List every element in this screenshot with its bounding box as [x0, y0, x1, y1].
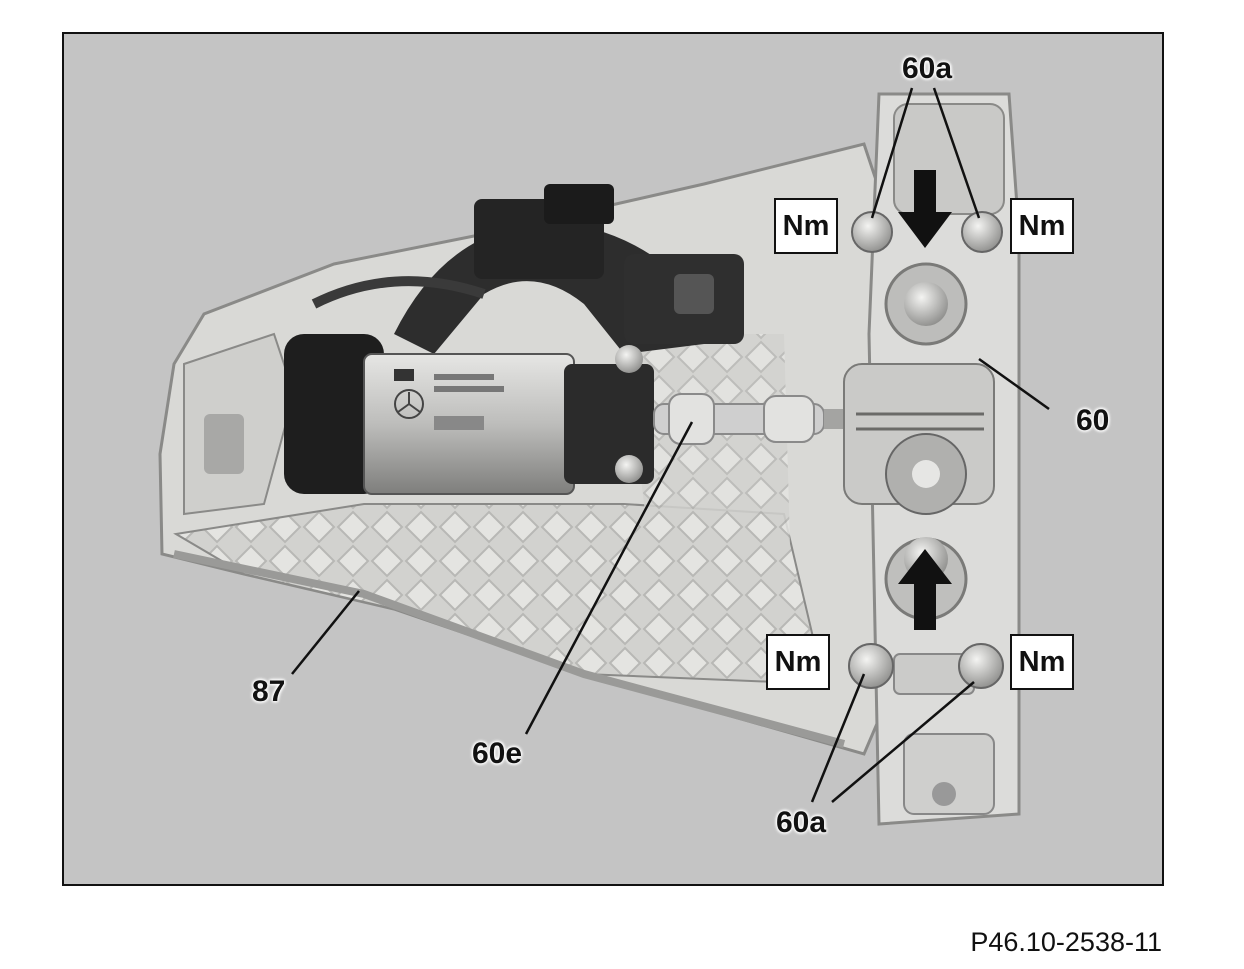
wiring-connector — [311, 184, 744, 354]
drive-motor — [284, 334, 654, 495]
callout-60a-top: 60a — [902, 52, 953, 85]
linkage-rod-60e — [653, 393, 864, 445]
bolt-top-left — [851, 211, 893, 253]
figure-reference-code: P46.10-2538-11 — [970, 927, 1162, 957]
component-photo-drawing — [158, 87, 1050, 826]
callout-87: 87 — [252, 675, 286, 708]
callout-60a-bottom: 60a — [776, 806, 827, 839]
arrow-down-icon — [898, 170, 952, 248]
illustration-frame: 60a 60 60e 87 60a Nm Nm Nm Nm — [62, 32, 1164, 886]
torque-label-bottom-left: Nm — [766, 634, 830, 690]
bolt-top-right — [961, 211, 1003, 253]
bolt-bottom-left — [848, 643, 894, 689]
fixing-bolts-60a — [848, 211, 1004, 689]
arrow-up-icon — [898, 549, 952, 630]
bolt-bottom-right — [958, 643, 1004, 689]
callout-60e: 60e — [472, 737, 523, 770]
callout-60: 60 — [1076, 404, 1110, 437]
torque-label-top-left: Nm — [774, 198, 838, 254]
leader-lines — [291, 87, 1050, 803]
torque-label-bottom-right: Nm — [1010, 634, 1074, 690]
torque-label-top-right: Nm — [1010, 198, 1074, 254]
